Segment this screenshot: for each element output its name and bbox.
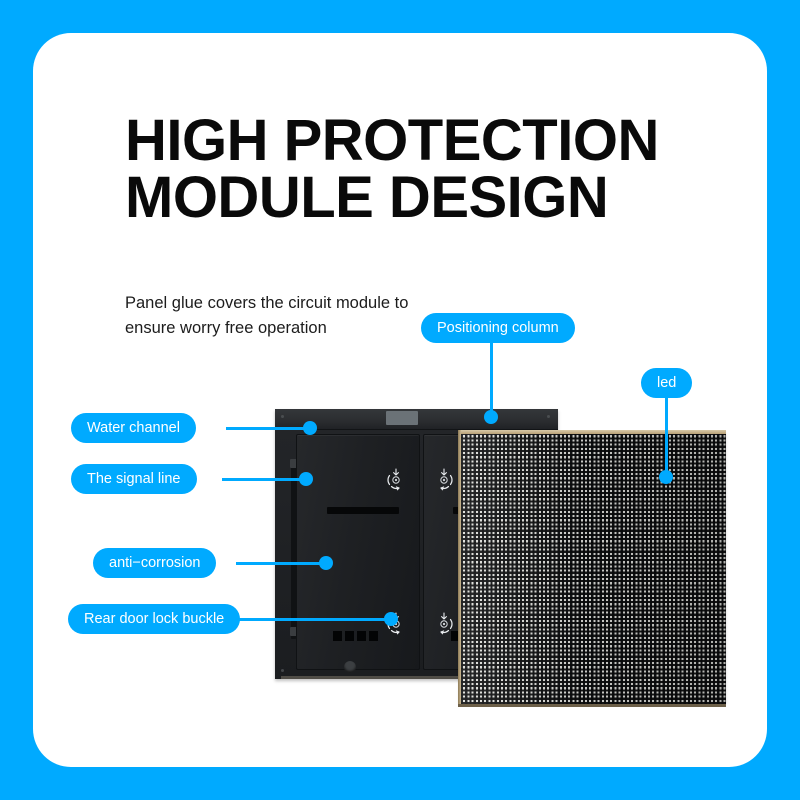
callout-label: Rear door lock buckle <box>84 611 225 627</box>
subtitle-line-2: ensure worry free operation <box>125 318 327 337</box>
subtitle-line-1: Panel glue covers the circuit module to <box>125 294 409 312</box>
vent-hole <box>333 631 342 641</box>
title-line-2: MODULE DESIGN <box>125 164 609 230</box>
screw-icon <box>281 415 284 418</box>
hinge-nub-icon <box>290 459 297 468</box>
callout-the-signal-line[interactable]: The signal line <box>71 464 197 494</box>
page-subtitle: Panel glue covers the circuit module to … <box>125 291 545 341</box>
led-panel-shading <box>461 434 726 704</box>
leader-dot-water-channel <box>303 421 317 435</box>
leader-dot-the-signal-line <box>299 472 313 486</box>
power-connector <box>344 661 356 673</box>
callout-label: led <box>657 375 677 391</box>
leader-line-water-channel <box>226 427 312 430</box>
door-handle-slot <box>327 507 399 514</box>
leader-line-the-signal-line <box>222 478 308 481</box>
page-title: HIGH PROTECTION MODULE DESIGN <box>125 112 765 230</box>
callout-rear-door-lock-buckle[interactable]: Rear door lock buckle <box>68 604 241 634</box>
leader-dot-anti-corrosion <box>319 556 333 570</box>
cabinet-bottom-edge <box>281 676 552 679</box>
vent-hole <box>357 631 366 641</box>
lock-buckle-icon <box>431 467 457 491</box>
leader-dot-positioning-column <box>484 410 498 424</box>
leader-dot-led <box>659 470 673 484</box>
led-pixel-panel <box>458 430 726 707</box>
positioning-column-block <box>386 411 418 425</box>
callout-positioning-column[interactable]: Positioning column <box>421 313 575 343</box>
screw-icon <box>281 669 284 672</box>
led-panel-top-edge <box>461 430 726 434</box>
vent-hole <box>369 631 378 641</box>
leader-line-rear-door-lock-buckle <box>228 618 393 621</box>
callout-label: The signal line <box>87 471 181 487</box>
screw-icon <box>547 415 550 418</box>
vent-holes <box>451 631 460 641</box>
callout-led[interactable]: led <box>641 368 693 398</box>
led-panel-bottom-edge <box>458 704 726 707</box>
leader-line-anti-corrosion <box>236 562 328 565</box>
title-line-1: HIGH PROTECTION <box>125 108 659 173</box>
leader-dot-rear-door-lock-buckle <box>384 612 398 626</box>
hinge-nub-icon <box>290 627 297 636</box>
callout-anti-corrosion[interactable]: anti−corrosion <box>93 548 217 578</box>
leader-line-positioning-column <box>490 343 493 417</box>
vent-hole <box>345 631 354 641</box>
callout-water-channel[interactable]: Water channel <box>71 413 196 443</box>
led-pixel-grid <box>461 434 726 704</box>
led-panel-left-edge <box>458 430 461 704</box>
callout-label: Water channel <box>87 420 180 436</box>
vent-hole <box>451 631 460 641</box>
lock-buckle-icon <box>431 611 457 635</box>
callout-label: anti−corrosion <box>109 555 201 571</box>
leader-line-led <box>665 398 668 480</box>
vent-holes <box>333 631 378 641</box>
lock-buckle-icon <box>383 467 409 491</box>
rear-door-left[interactable] <box>296 434 420 670</box>
cabinet-hinge-strip <box>291 459 296 639</box>
callout-label: Positioning column <box>437 320 559 336</box>
